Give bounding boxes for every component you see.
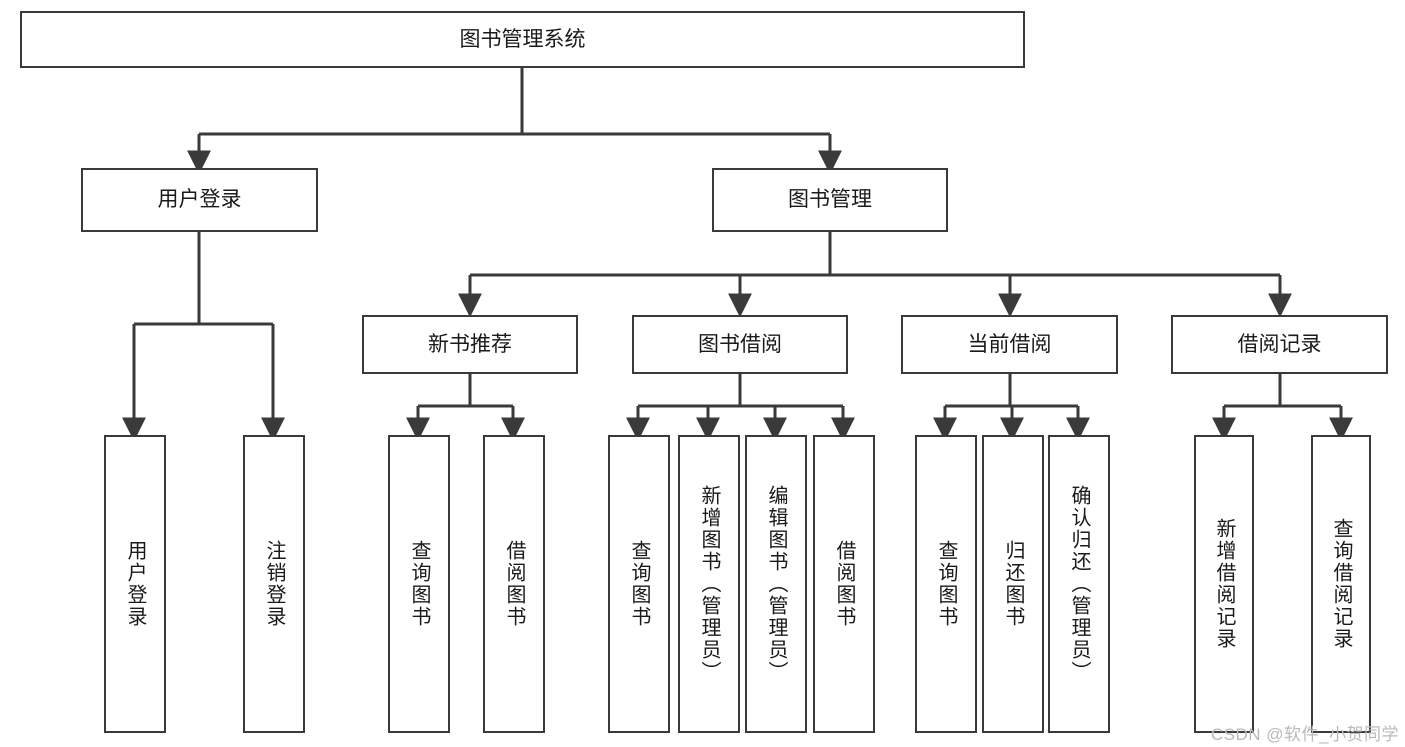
leaf-current-borrow-1-label: 查询图书 — [935, 540, 957, 628]
node-root[interactable]: 图书管理系统 — [20, 11, 1025, 68]
leaf-new-book-1[interactable]: 查询图书 — [388, 435, 450, 733]
leaf-user-login-2-label: 注销登录 — [263, 540, 285, 628]
node-current-borrow-label: 当前借阅 — [967, 332, 1052, 356]
leaf-book-borrow-1-label: 查询图书 — [628, 540, 650, 628]
watermark-text: CSDN @软件_小贺同学 — [1210, 725, 1399, 744]
leaf-book-borrow-3-label: 编辑图书（管理员） — [765, 485, 787, 683]
leaf-book-borrow-3[interactable]: 编辑图书（管理员） — [745, 435, 807, 733]
leaf-borrow-record-2[interactable]: 查询借阅记录 — [1311, 435, 1371, 733]
leaf-borrow-record-2-label: 查询借阅记录 — [1330, 518, 1352, 650]
node-user-login-label: 用户登录 — [157, 188, 242, 212]
node-root-label: 图书管理系统 — [459, 27, 586, 51]
node-user-login[interactable]: 用户登录 — [81, 168, 318, 232]
node-borrow-record-label: 借阅记录 — [1237, 332, 1322, 356]
node-borrow-record[interactable]: 借阅记录 — [1171, 315, 1388, 374]
leaf-new-book-2[interactable]: 借阅图书 — [483, 435, 545, 733]
leaf-current-borrow-3-label: 确认归还（管理员） — [1068, 485, 1090, 683]
node-book-borrow[interactable]: 图书借阅 — [632, 315, 848, 374]
leaf-book-borrow-2[interactable]: 新增图书（管理员） — [678, 435, 740, 733]
leaf-user-login-2[interactable]: 注销登录 — [243, 435, 305, 733]
leaf-book-borrow-4[interactable]: 借阅图书 — [813, 435, 875, 733]
leaf-current-borrow-2-label: 归还图书 — [1002, 540, 1024, 628]
node-book-manage-label: 图书管理 — [788, 188, 872, 212]
node-new-book-recommend-label: 新书推荐 — [428, 332, 512, 356]
leaf-user-login-1[interactable]: 用户登录 — [104, 435, 166, 733]
leaf-book-borrow-2-label: 新增图书（管理员） — [698, 485, 720, 683]
leaf-user-login-1-label: 用户登录 — [124, 540, 146, 628]
leaf-current-borrow-3[interactable]: 确认归还（管理员） — [1048, 435, 1110, 733]
leaf-current-borrow-1[interactable]: 查询图书 — [915, 435, 977, 733]
leaf-borrow-record-1[interactable]: 新增借阅记录 — [1194, 435, 1254, 733]
node-new-book-recommend[interactable]: 新书推荐 — [362, 315, 578, 374]
node-book-borrow-label: 图书借阅 — [698, 332, 782, 356]
leaf-book-borrow-1[interactable]: 查询图书 — [608, 435, 670, 733]
node-current-borrow[interactable]: 当前借阅 — [901, 315, 1118, 374]
leaf-new-book-1-label: 查询图书 — [408, 540, 430, 628]
leaf-current-borrow-2[interactable]: 归还图书 — [982, 435, 1044, 733]
leaf-book-borrow-4-label: 借阅图书 — [833, 540, 855, 628]
leaf-new-book-2-label: 借阅图书 — [503, 540, 525, 628]
node-book-manage[interactable]: 图书管理 — [712, 168, 948, 232]
leaf-borrow-record-1-label: 新增借阅记录 — [1213, 518, 1235, 650]
